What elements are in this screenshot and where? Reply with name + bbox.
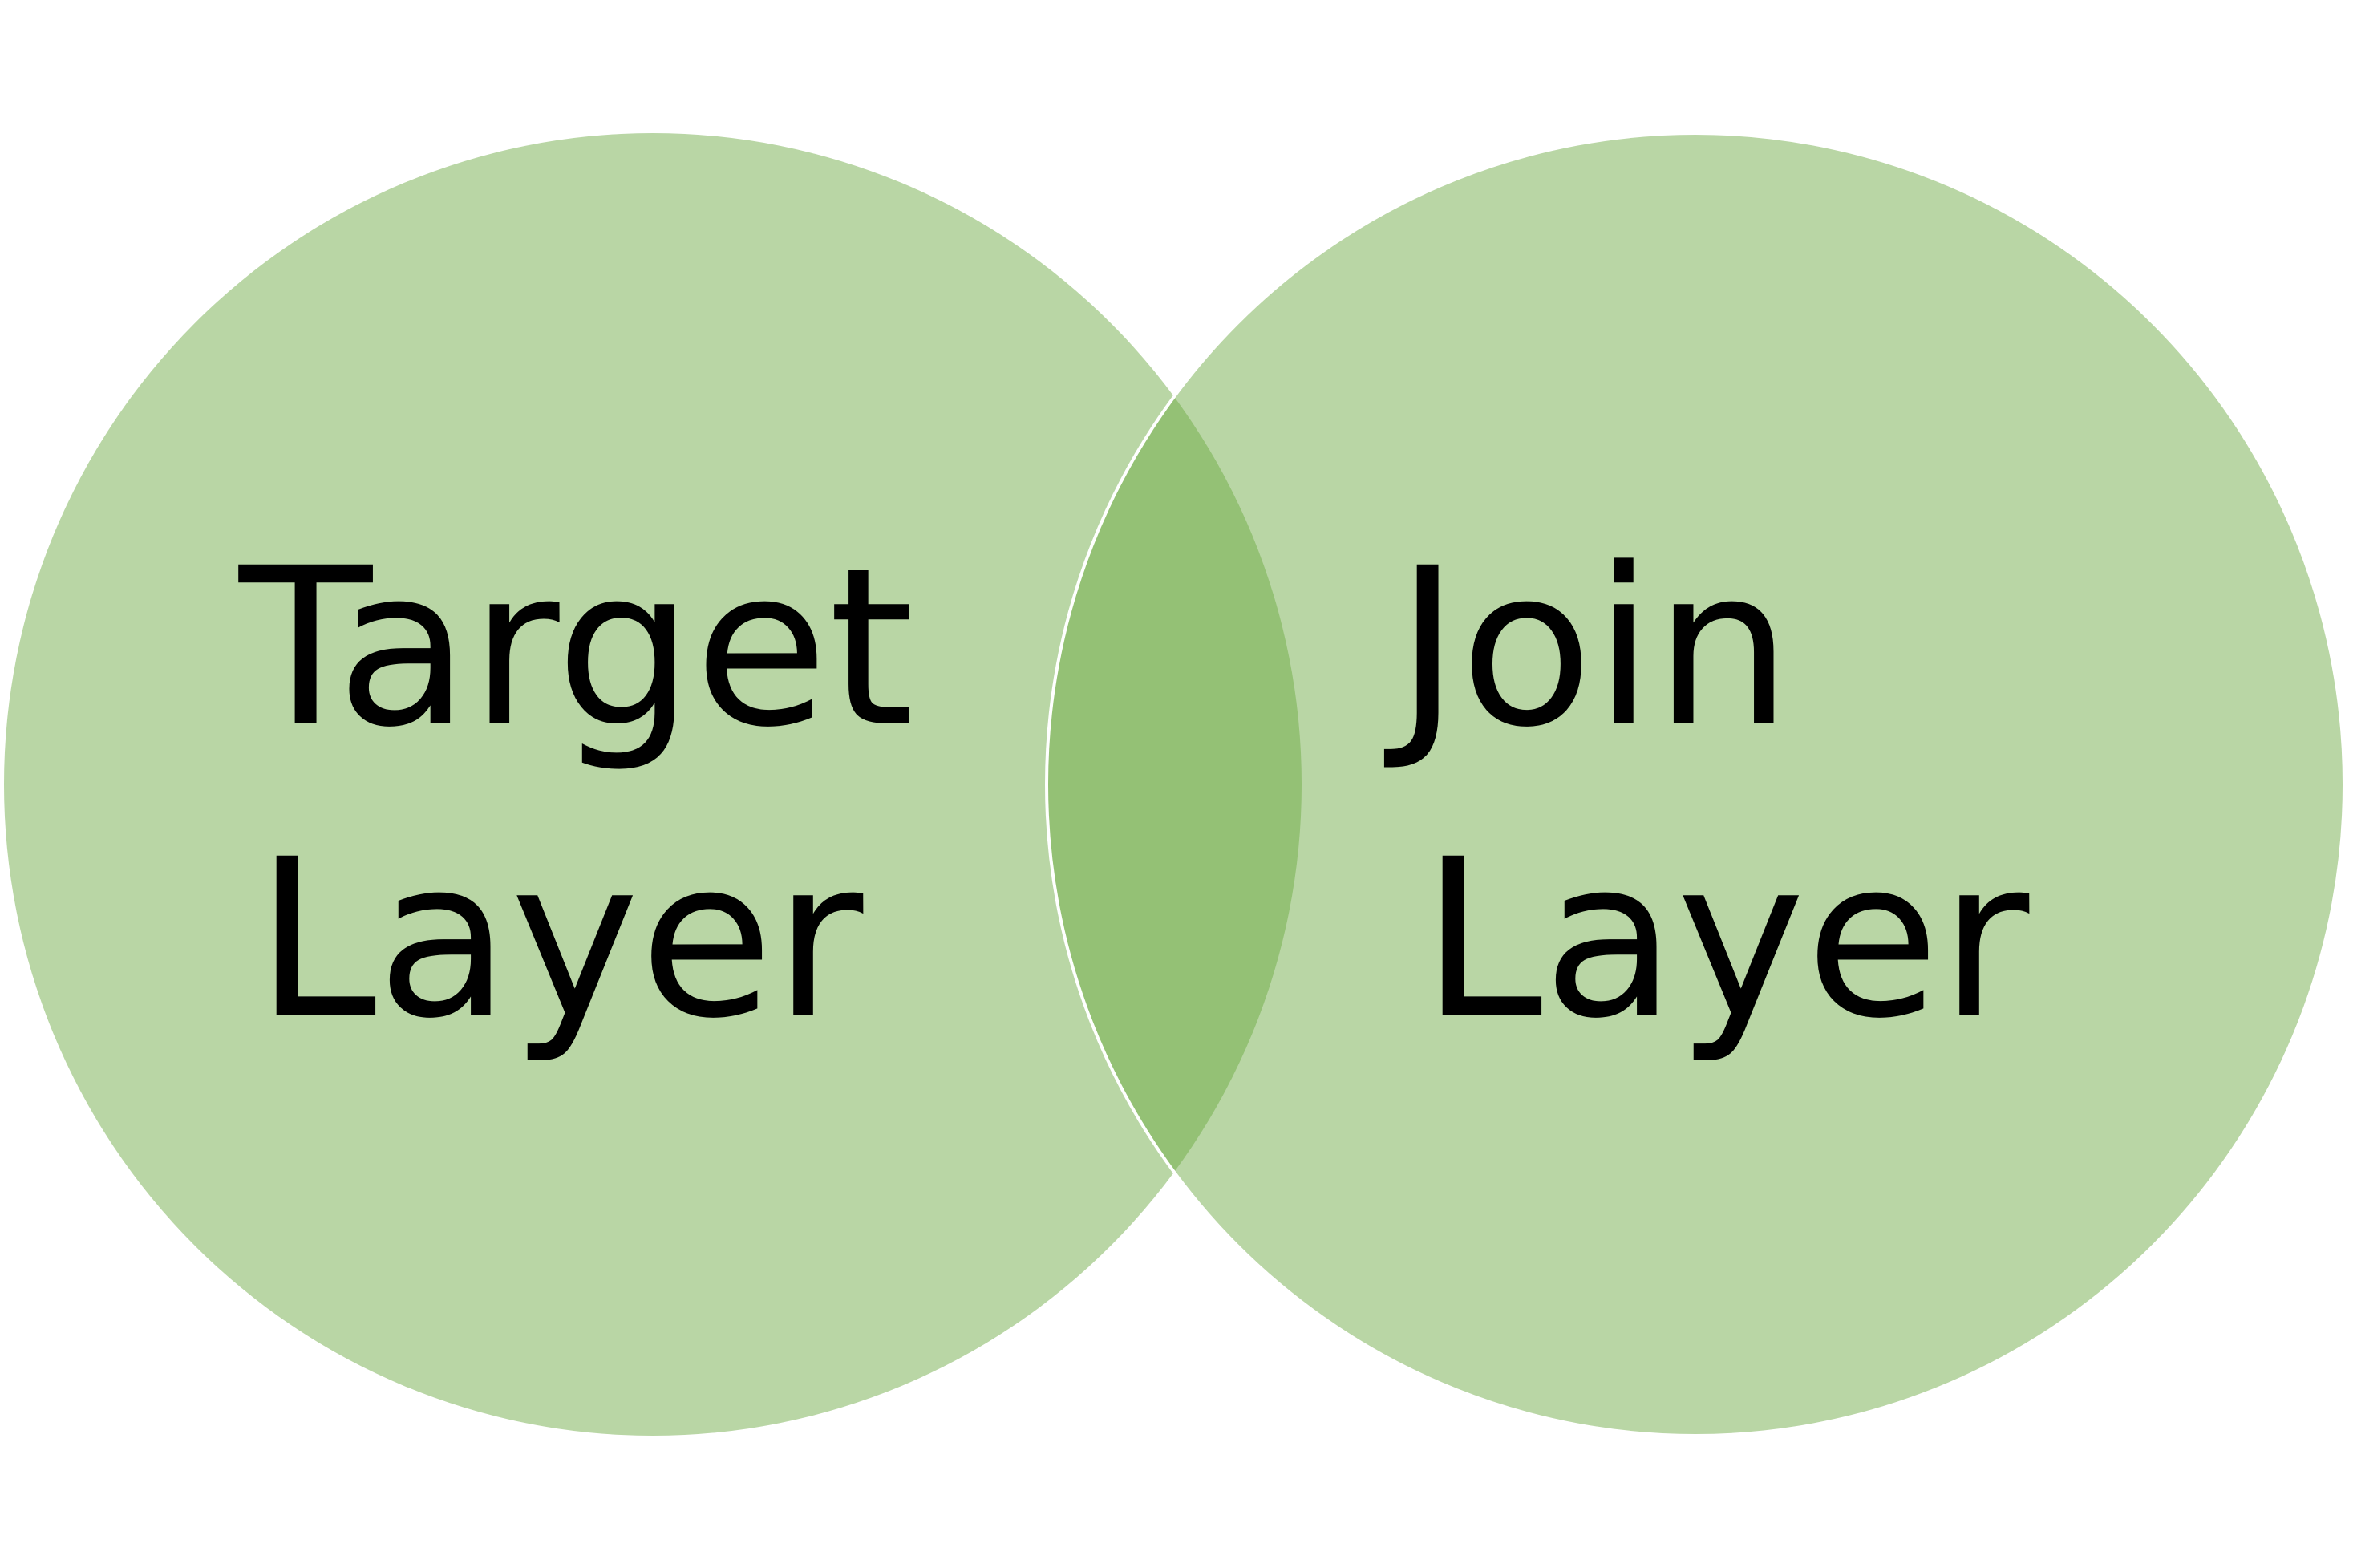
target-layer-label-line1: Target: [236, 522, 914, 776]
join-layer-circle: [1047, 133, 2344, 1436]
target-layer-circle: [4, 133, 1302, 1436]
join-layer-label-line2: Layer: [1421, 813, 2031, 1067]
target-layer-label-line2: Layer: [255, 813, 865, 1067]
join-layer-label-line1: Join: [1382, 522, 1792, 776]
join-layer-circle-outline: [1045, 132, 2346, 1437]
